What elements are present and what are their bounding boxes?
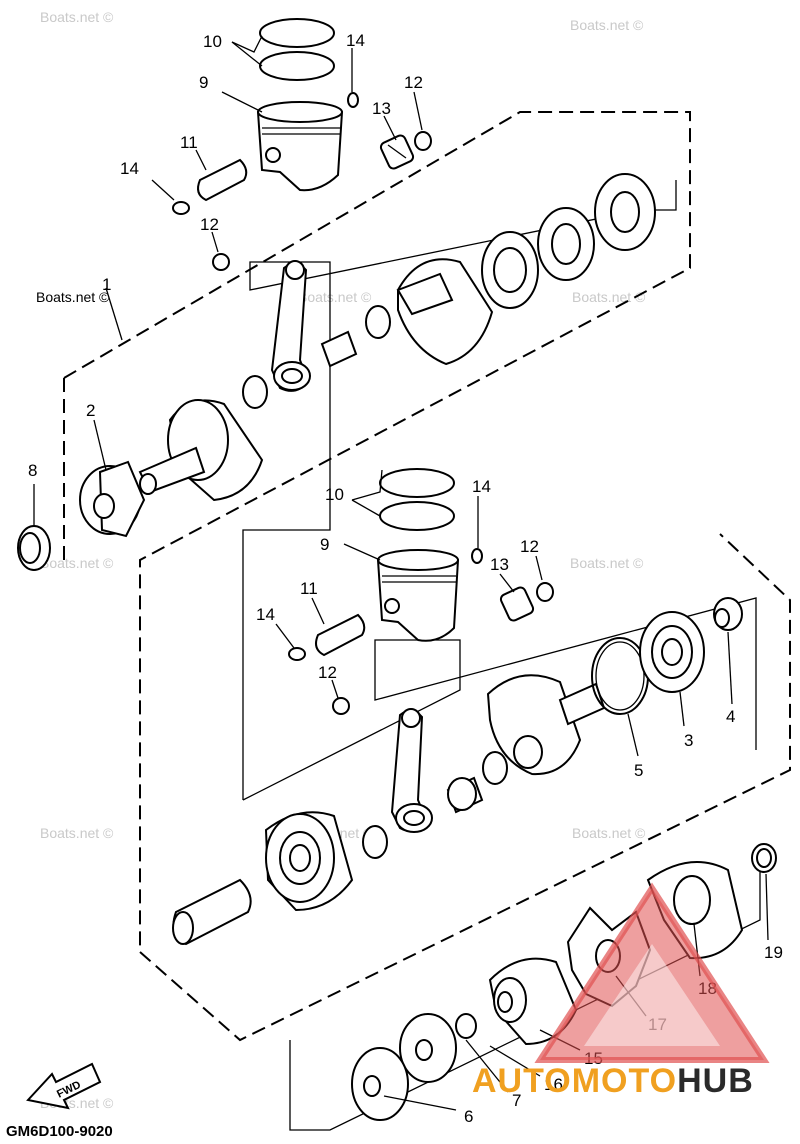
watermark: Boats.net © [570, 17, 644, 33]
middle-thrust-washer [482, 751, 508, 785]
top-oil-seal-8 [17, 525, 51, 571]
top-needle-bearing [379, 134, 415, 170]
callout-12: 12 [318, 663, 337, 682]
middle-main-bearing-large [264, 811, 354, 912]
bottom-washer-19 [751, 843, 777, 873]
callout-12: 12 [200, 215, 219, 234]
callout-13: 13 [372, 99, 391, 118]
callout-11: 11 [300, 579, 318, 598]
automotohub-logo: AUTOMOTOHUB [472, 882, 770, 1100]
top-ball-bearing-2 [79, 460, 146, 538]
top-crank-pin [320, 330, 358, 368]
top-connecting-rod [270, 260, 311, 392]
callout-3: 3 [684, 731, 693, 750]
diagram-code: GM6D100-9020 [6, 1123, 113, 1140]
callout-5: 5 [634, 761, 643, 780]
bottom-box-outline [289, 870, 761, 1131]
bottom-ring-7 [455, 1013, 477, 1039]
watermark: Boats.net © [572, 825, 646, 841]
middle-circlip-left [288, 647, 306, 661]
top-crank-web-right [396, 258, 494, 366]
middle-bearing-3 [639, 611, 705, 693]
middle-thrust-washer-low [362, 825, 388, 859]
top-crank-web-left [138, 399, 264, 502]
callout-14: 14 [346, 31, 365, 50]
top-piston-rings [259, 18, 335, 81]
middle-washer-upper [536, 582, 554, 602]
callout-7: 7 [512, 1091, 521, 1110]
middle-crank-web [486, 674, 606, 776]
callout-14: 14 [472, 477, 491, 496]
middle-piston-rings [379, 468, 455, 531]
callout-1: 1 [102, 275, 111, 294]
top-circlip-left [172, 201, 190, 215]
callout-2: 2 [86, 401, 95, 420]
bottom-plate-6 [351, 1047, 409, 1121]
top-piston [256, 101, 344, 192]
piston-ring [259, 18, 335, 48]
lower-assembly-outline [139, 533, 791, 1042]
middle-connecting-rod [390, 708, 433, 833]
callout-6: 6 [464, 1107, 473, 1126]
watermark: Boats.net © [298, 289, 372, 305]
callout-12: 12 [520, 537, 539, 556]
callout-14: 14 [256, 605, 275, 624]
callout-11: 11 [180, 133, 198, 152]
callout-9: 9 [320, 535, 329, 554]
callout-13: 13 [490, 555, 509, 574]
middle-collar-4 [713, 597, 743, 631]
callout-16: 16 [544, 1075, 563, 1094]
callout-10: 10 [325, 485, 344, 504]
logo-triangle [534, 882, 770, 1063]
callout-12: 12 [404, 73, 423, 92]
watermark-boatsnet-left: Boats.net © [36, 289, 110, 305]
top-piston-pin [197, 158, 248, 202]
bottom-hub-15 [488, 957, 578, 1046]
middle-piston [376, 549, 460, 642]
top-thrust-washer-left [242, 375, 268, 409]
top-thrust-washer-right [365, 305, 391, 339]
callout-4: 4 [726, 707, 735, 726]
watermark: Boats.net © [40, 555, 114, 571]
piston-ring [259, 51, 335, 81]
middle-needle-bearing [499, 586, 535, 622]
upper-assembly-outline [63, 111, 691, 952]
watermark: Boats.net © [40, 825, 114, 841]
lower-box-outline [242, 597, 757, 801]
watermark: Boats.net © [570, 555, 644, 571]
middle-box-outline [242, 180, 677, 800]
middle-washer-lower [332, 697, 350, 715]
callout-14: 14 [120, 159, 139, 178]
top-circlip-right [347, 92, 359, 108]
assembly-outlines [63, 111, 791, 1131]
logo-text: AUTOMOTOHUB [472, 1062, 754, 1100]
callout-19: 19 [764, 943, 783, 962]
top-washer-upper [414, 131, 432, 151]
callout-8: 8 [28, 461, 37, 480]
top-washer-lower [212, 253, 230, 271]
callout-10: 10 [203, 32, 222, 51]
bottom-washer-16 [399, 1013, 457, 1083]
middle-piston-pin [315, 613, 366, 657]
watermark: Boats.net © [40, 9, 114, 25]
callout-9: 9 [199, 73, 208, 92]
middle-pin-dowel [172, 878, 252, 946]
middle-circlip-right [471, 548, 483, 564]
middle-collar [447, 777, 477, 811]
top-main-bearings [481, 173, 656, 309]
